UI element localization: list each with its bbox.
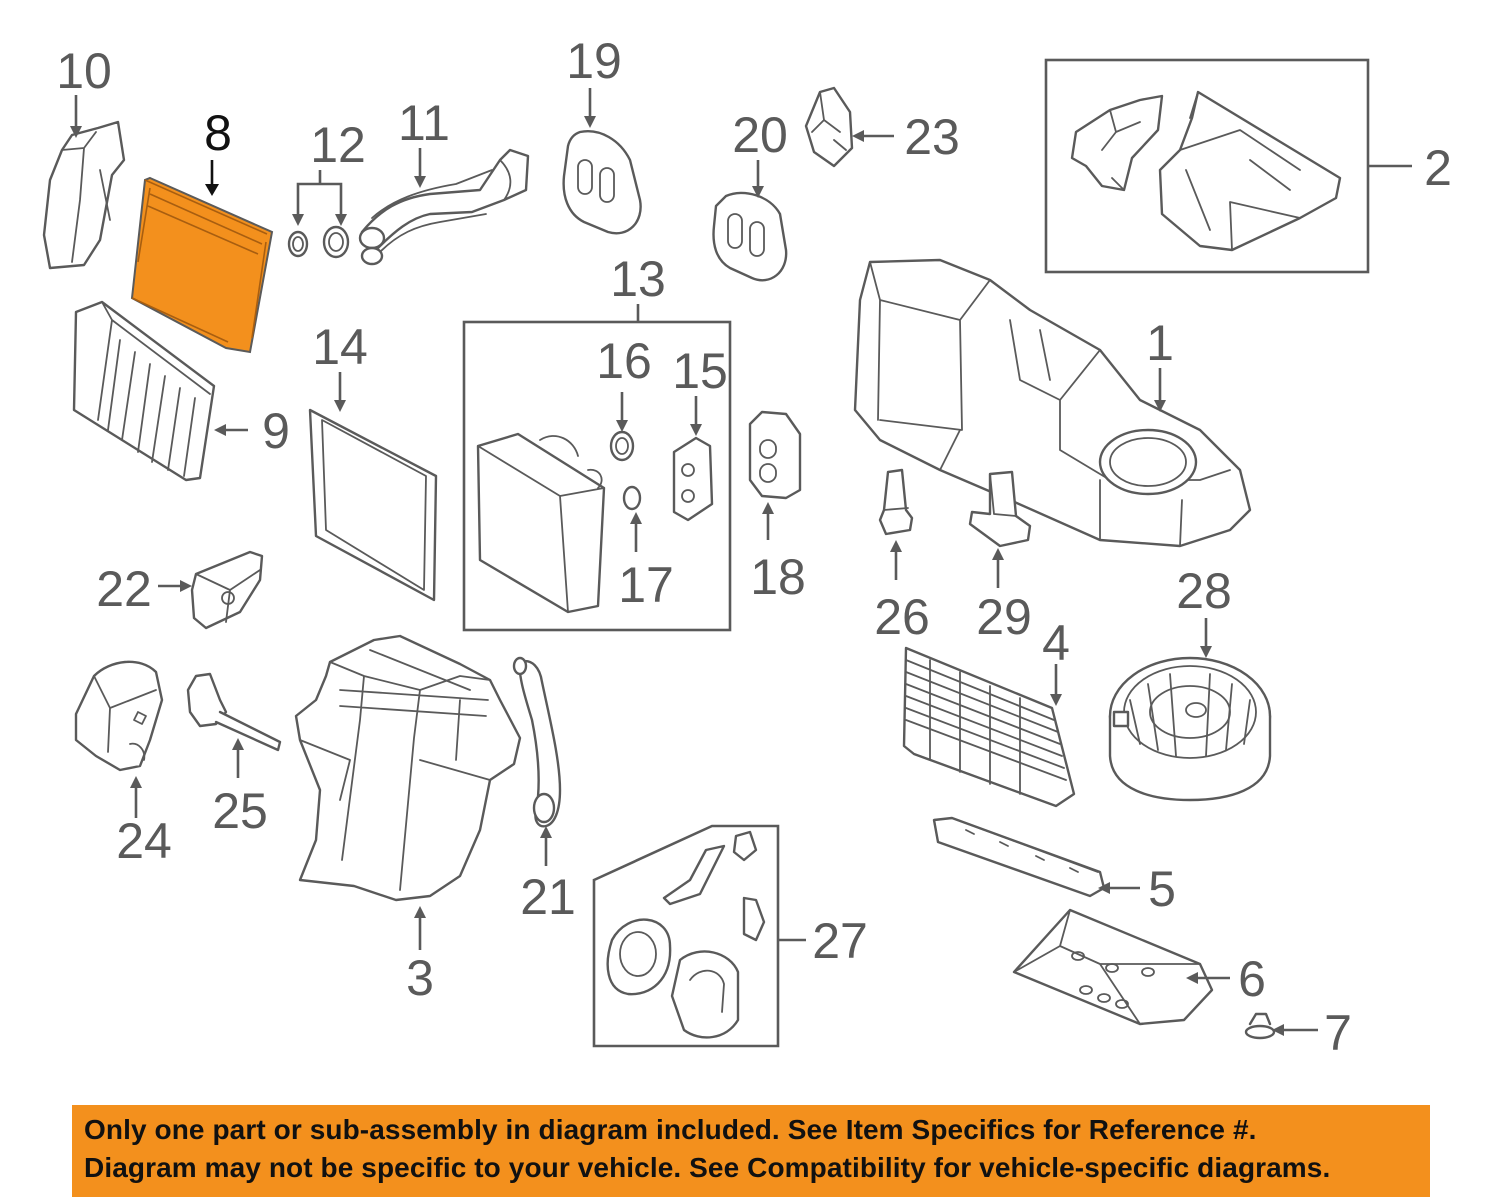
callout-29: 29 — [976, 589, 1032, 645]
part-26-sensor — [878, 468, 914, 580]
part-4-cabin-filter — [902, 646, 1076, 808]
part-21-drain-hose — [512, 656, 562, 866]
callout-1: 1 — [1146, 315, 1174, 371]
callout-labels: 1 2 3 4 5 6 7 8 9 10 11 12 13 14 15 16 1… — [56, 33, 1452, 1061]
callout-15: 15 — [672, 343, 728, 399]
part-23-actuator — [804, 86, 894, 168]
part-9-heater-core — [72, 300, 248, 482]
part-25-sensor — [186, 672, 282, 778]
callout-8: 8 — [204, 105, 232, 161]
callout-19: 19 — [566, 33, 622, 89]
part-5-bracket — [932, 816, 1140, 898]
callout-5: 5 — [1148, 861, 1176, 917]
callout-18: 18 — [750, 549, 806, 605]
part-13-evaporator-group — [462, 304, 732, 632]
callout-25: 25 — [212, 783, 268, 839]
callout-3: 3 — [406, 950, 434, 1006]
callout-28: 28 — [1176, 563, 1232, 619]
callout-24: 24 — [116, 813, 172, 869]
callout-12: 12 — [310, 117, 366, 173]
part-1-hvac-housing — [853, 258, 1252, 548]
part-28-blower-motor — [1108, 618, 1272, 802]
callout-16: 16 — [596, 333, 652, 389]
part-8-evaporator-core — [130, 160, 274, 354]
callout-13: 13 — [610, 251, 666, 307]
part-19-seal — [562, 88, 642, 235]
part-3-heater-box — [294, 634, 522, 950]
part-27-flap-set — [592, 824, 806, 1048]
part-11-pipes — [358, 148, 530, 266]
callout-23: 23 — [904, 109, 960, 165]
part-20-seal — [712, 160, 788, 282]
part-14-filter-frame — [308, 372, 438, 602]
disclaimer-line-2: Diagram may not be specific to your vehi… — [84, 1152, 1331, 1183]
callout-4: 4 — [1042, 615, 1070, 671]
callout-22: 22 — [96, 561, 152, 617]
callout-7: 7 — [1324, 1005, 1352, 1061]
callout-9: 9 — [262, 403, 290, 459]
part-2-housing-box — [1044, 58, 1412, 274]
part-7-clip — [1244, 1012, 1318, 1040]
part-6-tray — [1012, 908, 1230, 1026]
disclaimer-line-1: Only one part or sub-assembly in diagram… — [84, 1114, 1257, 1145]
disclaimer-banner: Only one part or sub-assembly in diagram… — [72, 1105, 1430, 1197]
callout-10: 10 — [56, 43, 112, 99]
part-24-actuator — [74, 660, 164, 818]
part-29-resistor — [968, 470, 1032, 588]
callout-14: 14 — [312, 319, 368, 375]
callout-2: 2 — [1424, 140, 1452, 196]
part-10-side-panel — [42, 95, 126, 270]
part-22-sensor — [158, 550, 264, 630]
part-12-o-rings — [287, 170, 350, 259]
callout-6: 6 — [1238, 951, 1266, 1007]
callout-20: 20 — [732, 107, 788, 163]
callout-11: 11 — [398, 95, 450, 151]
callout-27: 27 — [812, 913, 868, 969]
callout-26: 26 — [874, 589, 930, 645]
callout-17: 17 — [618, 557, 674, 613]
callout-21: 21 — [520, 869, 576, 925]
part-18-seal — [748, 410, 802, 540]
